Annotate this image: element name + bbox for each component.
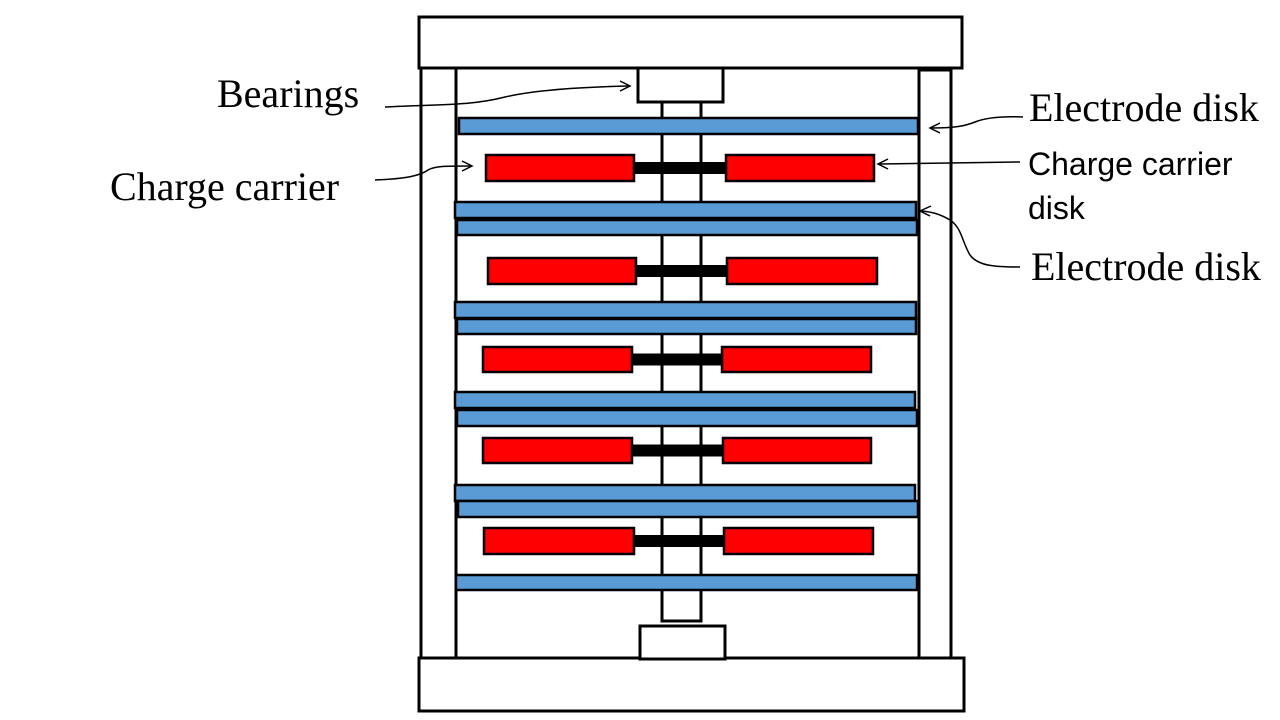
leader-lines — [374, 80, 1024, 268]
charge-carrier-left — [486, 256, 638, 286]
charge-carrier-right — [724, 153, 876, 183]
carrier-hub — [632, 444, 723, 457]
electrode-disk-10 — [454, 573, 919, 592]
electrode-disk-top-label: Electrode disk — [1029, 85, 1259, 130]
charge-carrier-right — [721, 436, 873, 465]
bearings-leader — [384, 85, 629, 108]
carrier-hub — [634, 162, 726, 174]
charge-carrier-label: Charge carrier — [110, 164, 339, 209]
charge-carrier-leader — [374, 165, 471, 181]
bottom-plate — [417, 656, 966, 713]
charge-carrier-left — [484, 153, 636, 183]
carrier-hub — [636, 265, 727, 277]
charge-carrier-left — [482, 526, 636, 556]
carrier-hub — [634, 535, 724, 547]
right-post — [917, 68, 953, 660]
electrode-disk-3 — [455, 218, 919, 237]
bearings-arrowhead — [619, 80, 632, 92]
charge-carrier-disk-5 — [482, 526, 875, 556]
electrode-disk-1 — [457, 116, 920, 136]
charge-carrier-disk-1 — [484, 153, 876, 183]
charge-carrier-disk-4 — [481, 436, 873, 465]
electrode-disk-top-leader — [931, 116, 1024, 129]
carrier-hub — [632, 353, 722, 366]
charge-carrier-left — [481, 436, 634, 465]
charge-carrier-disk-label-line2: disk — [1028, 190, 1086, 226]
charge-carrier-disk-label-line1: Charge carrier — [1028, 146, 1233, 182]
electrode-disk-mid-arrowhead — [918, 205, 932, 217]
electrode-disk-5 — [455, 317, 918, 336]
electrode-disk-2 — [453, 200, 918, 220]
top-plate — [417, 15, 964, 70]
electrode-disks — [453, 116, 920, 592]
electrode-disk-top-arrowhead — [928, 122, 941, 134]
electrode-disk-8 — [453, 483, 917, 503]
charge-carrier-disk-leader — [879, 161, 1021, 165]
left-post — [419, 66, 458, 660]
charge-carrier-disks — [481, 153, 879, 556]
bottom-bearing — [638, 624, 727, 661]
charge-carrier-disk-2 — [486, 256, 879, 286]
charge-carrier-right — [722, 526, 875, 556]
charge-carrier-arrowhead — [461, 160, 474, 172]
charge-carrier-disk-arrowhead — [876, 158, 889, 170]
top-bearing — [636, 66, 725, 104]
electrode-disk-9 — [456, 499, 920, 519]
charge-carrier-disk-3 — [481, 345, 873, 374]
bearings-label: Bearings — [217, 71, 359, 116]
electrode-disk-mid-leader — [921, 210, 1021, 268]
electrode-disk-6 — [453, 390, 917, 410]
electrode-disk-4 — [453, 300, 918, 320]
electrode-disk-7 — [455, 408, 919, 428]
electrode-disk-mid-label: Electrode disk — [1031, 244, 1261, 289]
charge-carrier-left — [481, 345, 634, 374]
charge-carrier-right — [720, 345, 873, 374]
charge-carrier-right — [725, 256, 879, 286]
